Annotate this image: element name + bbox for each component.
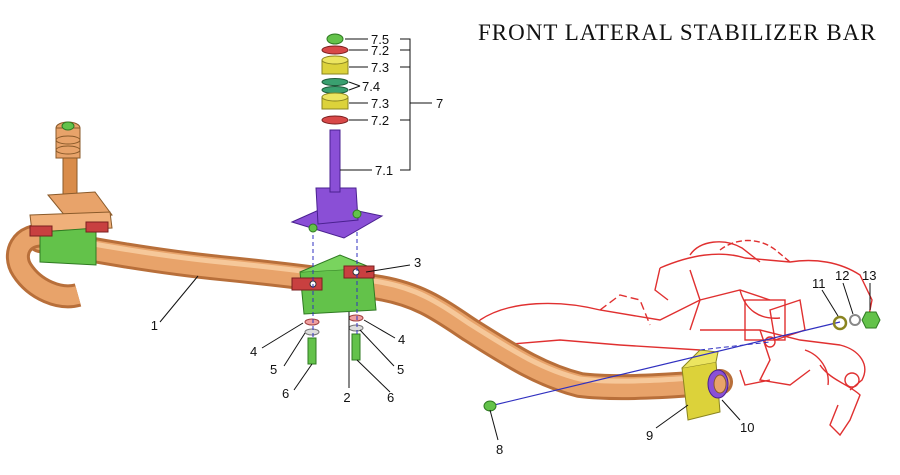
callout-7-2-bottom: 7.2 bbox=[371, 113, 389, 128]
callout-6-left: 6 bbox=[282, 386, 289, 401]
callout-13: 13 bbox=[862, 268, 876, 283]
callout-5-left: 5 bbox=[270, 362, 277, 377]
callout-6-right: 6 bbox=[387, 390, 394, 405]
callout-3: 3 bbox=[414, 255, 421, 270]
callout-12: 12 bbox=[835, 268, 849, 283]
callout-2: 2 bbox=[343, 390, 350, 405]
callout-11: 11 bbox=[812, 276, 826, 291]
vertical-link-assembly bbox=[290, 33, 384, 239]
callout-labels: 1 2 3 4 4 5 5 6 6 7 7.5 7.2 7.3 7.4 7.3 … bbox=[151, 32, 877, 457]
callout-7-5: 7.5 bbox=[371, 32, 389, 47]
callout-7: 7 bbox=[436, 96, 443, 111]
callout-7-4: 7.4 bbox=[362, 79, 380, 94]
callout-7-3-top: 7.3 bbox=[371, 60, 389, 75]
callout-9: 9 bbox=[646, 428, 653, 443]
callout-7-3-bottom: 7.3 bbox=[371, 96, 389, 111]
right-bracket-assembly bbox=[483, 311, 881, 421]
callout-5-right: 5 bbox=[397, 362, 404, 377]
callout-7-2-top: 7.2 bbox=[371, 43, 389, 58]
callout-4-left: 4 bbox=[250, 344, 257, 359]
diagram-title: FRONT LATERAL STABILIZER BAR bbox=[478, 20, 877, 45]
left-link-assembly bbox=[29, 121, 113, 266]
callout-1: 1 bbox=[151, 318, 158, 333]
callout-7-1: 7.1 bbox=[375, 163, 393, 178]
center-bracket-assembly bbox=[291, 218, 377, 365]
callout-8: 8 bbox=[496, 442, 503, 457]
callout-4-right: 4 bbox=[398, 332, 405, 347]
leader-lines bbox=[159, 38, 871, 441]
callout-10: 10 bbox=[740, 420, 754, 435]
steering-knuckle bbox=[475, 239, 873, 437]
stabilizer-bar bbox=[6, 223, 733, 401]
